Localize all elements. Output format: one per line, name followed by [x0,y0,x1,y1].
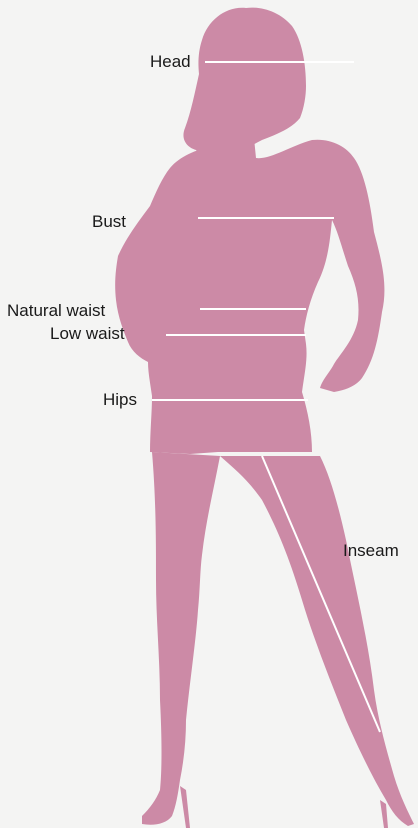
hips-label: Hips [103,390,137,410]
inseam-label: Inseam [343,541,399,561]
bust-label: Bust [92,212,126,232]
legs-shape [142,452,414,826]
left-heel-shape [180,786,190,828]
right-heel-shape [380,800,388,828]
torso-arms-shape [115,138,384,454]
natural-waist-label: Natural waist [7,301,105,321]
low-waist-label: Low waist [50,324,125,344]
head-label: Head [150,52,191,72]
